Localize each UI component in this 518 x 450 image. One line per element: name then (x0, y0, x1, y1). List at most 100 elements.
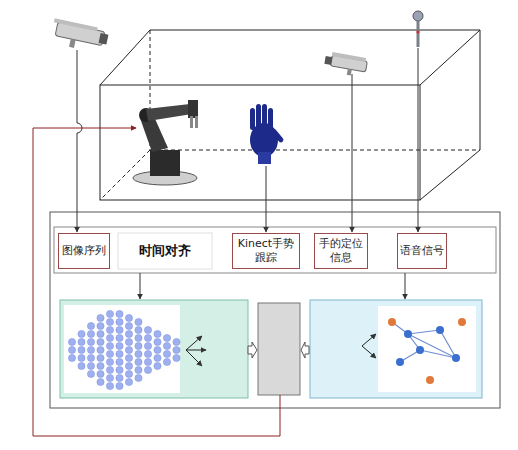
illustration-part (250, 108, 255, 130)
illustration-part (352, 74, 353, 232)
input-box: 图像序列 (58, 233, 110, 269)
neuron-dot (116, 310, 123, 317)
illustration-part (100, 85, 420, 200)
graph-link (408, 330, 440, 334)
neuron-dot (87, 370, 94, 377)
neuron-dot (135, 334, 142, 341)
neuron-dot (154, 354, 161, 361)
illustration-part (186, 336, 202, 350)
vision-panel (60, 300, 248, 398)
neuron-dot (173, 338, 180, 345)
neuron-dot (125, 378, 132, 385)
illustration-part (195, 116, 198, 128)
illustration-part (150, 30, 480, 31)
neuron-dot (106, 366, 113, 373)
neuron-dot (68, 346, 75, 353)
illustration-part (146, 104, 192, 121)
neuron-dot (87, 346, 94, 353)
neuron-dot (144, 326, 151, 333)
hollow-arrow (248, 342, 309, 358)
illustration-part (54, 18, 98, 31)
neuron-dot (68, 354, 75, 361)
neuron-dot (78, 346, 85, 353)
neuron-dot (106, 334, 113, 341)
neuron-dot (106, 358, 113, 365)
neuron-dot (154, 362, 161, 369)
signal-wire (77, 48, 418, 299)
neuron-dot (125, 362, 132, 369)
neuron-dot (87, 362, 94, 369)
neuron-dot (125, 354, 132, 361)
camera-icon (323, 51, 368, 78)
illustration-part (332, 52, 366, 62)
illustration-part (77, 50, 82, 232)
neuron-dot (144, 366, 151, 373)
neuron-dot (87, 322, 94, 329)
neural-network (68, 310, 180, 389)
neuron-dot (116, 374, 123, 381)
neuron-dot (78, 354, 85, 361)
illustration-part (420, 150, 480, 200)
graph-vertex (404, 330, 412, 338)
neuron-dot (116, 326, 123, 333)
fusion-box (258, 303, 300, 395)
graph-vertex (396, 358, 404, 366)
neuron-dot (87, 338, 94, 345)
neuron-dot (116, 350, 123, 357)
illustration-part (413, 11, 423, 21)
neuron-dot (87, 354, 94, 361)
neuron-dot (106, 382, 113, 389)
workspace-cube (100, 30, 480, 200)
graph-link (420, 350, 456, 358)
box-label: 语音信号 (400, 244, 444, 258)
neuron-dot (116, 382, 123, 389)
illustration-part (416, 30, 419, 33)
neuron-dot (144, 358, 151, 365)
illustration-part (186, 350, 202, 366)
neuron-dot (163, 334, 170, 341)
neuron-dot (173, 346, 180, 353)
speech-panel (310, 300, 482, 398)
neuron-dot (97, 362, 104, 369)
illustration-part (262, 104, 267, 130)
neuron-dot (163, 342, 170, 349)
graph-ground (378, 306, 476, 392)
neuron-dot (106, 310, 113, 317)
neuron-dot (125, 330, 132, 337)
graph-vertex (452, 354, 460, 362)
illustration-part (301, 342, 309, 358)
illustration-part (420, 30, 480, 85)
neuron-dot (135, 358, 142, 365)
neuron-dot (78, 330, 85, 337)
neuron-dot (106, 350, 113, 357)
neuron-dot (106, 318, 113, 325)
neuron-dot (125, 346, 132, 353)
neuron-dot (116, 318, 123, 325)
box-label: 图像序列 (62, 244, 106, 258)
illustration-part (150, 150, 480, 151)
output-arrows (362, 334, 376, 358)
neuron-dot (173, 354, 180, 361)
neuron-dot (125, 370, 132, 377)
neuron-dot (97, 338, 104, 345)
illustration-part (99, 33, 109, 44)
neuron-dot (154, 338, 161, 345)
neuron-dot (78, 338, 85, 345)
illustration-part (140, 273, 141, 299)
control-wire (33, 128, 280, 436)
illustration-part (268, 108, 273, 132)
neuron-dot (106, 374, 113, 381)
output-arrows (186, 336, 206, 366)
align-ground (118, 233, 212, 269)
illustration-part (69, 39, 76, 48)
illustration-part (258, 152, 271, 164)
neuron-dot (97, 378, 104, 385)
illustration-part (362, 334, 376, 346)
neuron-dot (144, 342, 151, 349)
neuron-dot (125, 322, 132, 329)
stage-label: 时间对齐 (139, 242, 191, 260)
neuron-dot (135, 350, 142, 357)
graph-vertex (416, 346, 424, 354)
